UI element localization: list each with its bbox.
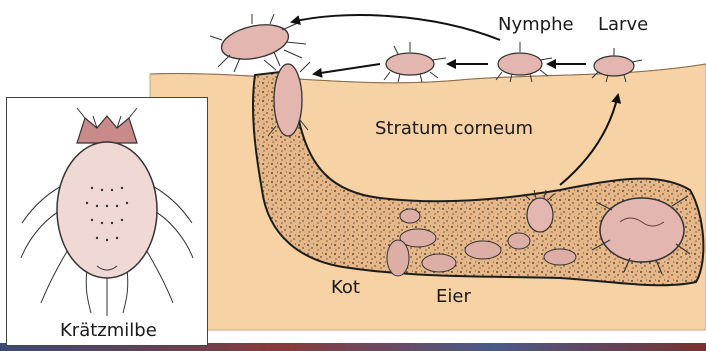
- egg: [422, 254, 456, 272]
- egg: [387, 240, 409, 276]
- label-kot: Kot: [331, 277, 360, 298]
- arrow-to-adult: [292, 15, 500, 40]
- adult-mite-surface: [210, 14, 306, 72]
- nymph-mite-1: [384, 42, 446, 82]
- kraetzmilbe-inset: [6, 97, 208, 346]
- label-stratum-corneum: Stratum corneum: [375, 118, 533, 139]
- egg: [400, 209, 420, 223]
- label-kraetzmilbe: Krätzmilbe: [60, 320, 157, 341]
- label-eier: Eier: [436, 286, 471, 307]
- egg: [465, 241, 501, 259]
- label-larve: Larve: [598, 14, 648, 35]
- kraetzmilbe-drawing: [7, 98, 207, 345]
- label-nymphe: Nymphe: [498, 14, 574, 35]
- egg: [544, 249, 576, 265]
- egg: [508, 233, 530, 249]
- arrow-nymph1-to-entrance: [314, 64, 380, 74]
